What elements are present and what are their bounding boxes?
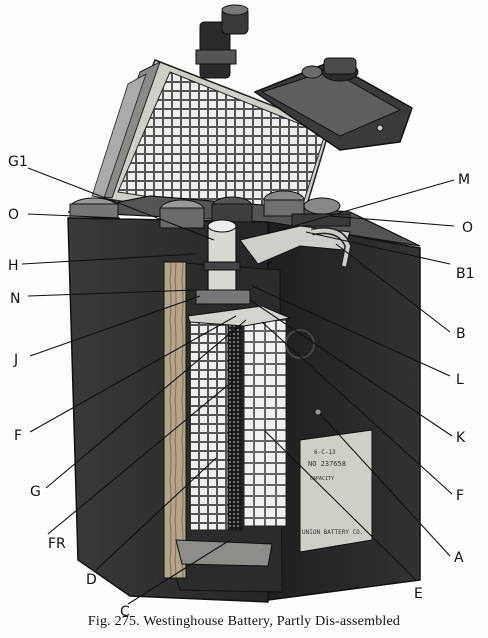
lifted-terminal-post: [195, 4, 249, 79]
lifted-cover: [253, 57, 413, 151]
label-c: C: [120, 604, 130, 620]
figure-caption: Fig. 275. Westinghouse Battery, Partly D…: [87, 614, 401, 629]
cutaway-section: [163, 261, 292, 593]
label-h: H: [8, 258, 19, 274]
label-g1: G1: [8, 154, 28, 170]
label-m: M: [458, 172, 470, 188]
leader-lines: [21, 167, 455, 605]
nameplate-line2: NO 237658: [308, 460, 346, 468]
label-d: D: [86, 572, 97, 588]
label-o-left: O: [8, 207, 19, 223]
label-e: E: [414, 586, 423, 602]
nameplate: 6-C-13 NO 237658 CAPACITY UNION BATTERY …: [299, 429, 373, 553]
nameplate-line3: CAPACITY: [310, 476, 334, 482]
label-a: A: [454, 550, 464, 566]
label-g: G: [30, 484, 41, 500]
label-n: N: [10, 291, 20, 307]
label-fr: FR: [48, 536, 66, 552]
figure-labels: G1 O H N J F G FR D C M O B1 B L K F A E: [8, 154, 475, 620]
label-b1: B1: [456, 266, 475, 282]
label-f-right: F: [456, 488, 464, 504]
label-b: B: [456, 326, 466, 342]
label-o-right: O: [462, 220, 473, 236]
lifted-plate-assembly: [91, 59, 331, 229]
rivet: [315, 409, 321, 415]
label-l: L: [456, 372, 464, 388]
terminal-post-g1: [195, 219, 251, 305]
nameplate-brand: UNION BATTERY CO.: [302, 529, 363, 536]
label-j: J: [13, 352, 18, 368]
label-f-left: F: [14, 428, 22, 444]
nameplate-line1: 6-C-13: [314, 449, 336, 456]
cell-tops: [69, 190, 341, 229]
label-k: K: [456, 430, 466, 446]
